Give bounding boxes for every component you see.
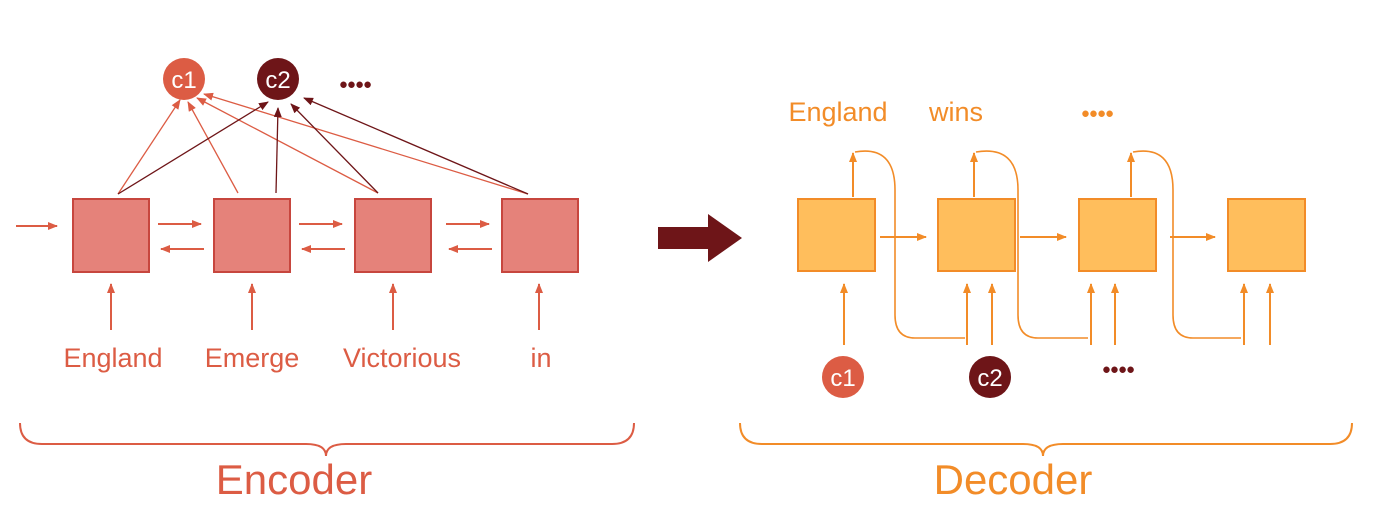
encoder-input-word: in: [530, 343, 551, 373]
decoder-context-ellipsis: ●●●●: [1102, 361, 1134, 378]
decoder-output-arrows: [849, 152, 1135, 197]
decoder-brace: [739, 422, 1353, 457]
decoder-output-word: England: [788, 97, 887, 127]
decoder-c2-label: c2: [977, 365, 1002, 392]
attention-lines-c1: [117, 92, 529, 195]
decoder-label: Decoder: [934, 456, 1093, 503]
encoder-input-word: England: [63, 343, 162, 373]
encoder-cell-4: [501, 198, 579, 273]
encoder-c1-circle: c1: [163, 58, 205, 100]
decoder-output-ellipsis: ●●●●: [1081, 105, 1113, 122]
encoder-bidirectional-arrows: [158, 220, 492, 253]
attention-lines-c2: [117, 97, 529, 195]
encoder-ellipsis: ●●●●: [339, 76, 371, 93]
encoder-c1-label: c1: [171, 67, 196, 94]
decoder-output-word: wins: [928, 97, 983, 127]
encoder-input-word: Emerge: [205, 343, 300, 373]
decoder-cell-3: [1078, 198, 1157, 272]
decoder-input-arrows: [840, 283, 1274, 345]
encoder-input-word: Victorious: [343, 343, 461, 373]
encoder-cell-1: [72, 198, 150, 273]
decoder-cell-1: [797, 198, 876, 272]
decoder-section: England wins ●●●●: [739, 97, 1353, 503]
encoder-cell-3: [354, 198, 432, 273]
decoder-c1-label: c1: [830, 365, 855, 392]
encoder-c2-label: c2: [265, 67, 290, 94]
encoder-brace: [19, 422, 635, 457]
decoder-c2-circle: c2: [969, 356, 1011, 398]
decoder-cell-2: [937, 198, 1016, 272]
encoder-to-decoder-arrow: [658, 214, 742, 262]
encoder-input-arrows: [107, 283, 543, 330]
decoder-c1-circle: c1: [822, 356, 864, 398]
decoder-cell-4: [1227, 198, 1306, 272]
encoder-c2-circle: c2: [257, 58, 299, 100]
encoder-cell-2: [213, 198, 291, 273]
decoder-feedback-curves: [854, 150, 1241, 339]
encoder-label: Encoder: [216, 456, 372, 503]
encoder-section: c1 c2 ●●●● England: [16, 58, 635, 503]
